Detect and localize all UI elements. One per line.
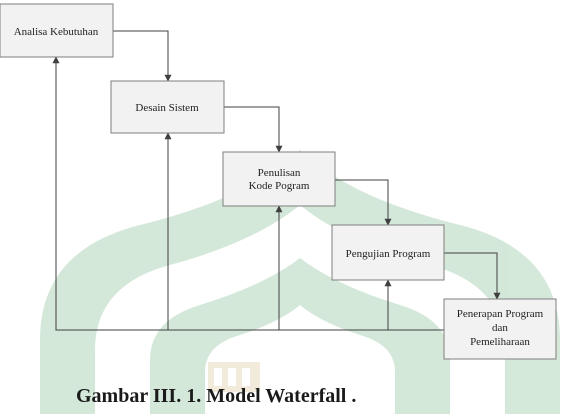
svg-text:Pemeliharaan: Pemeliharaan: [470, 336, 530, 348]
stage-box: [331, 224, 445, 281]
svg-text:Analisa Kebutuhan: Analisa Kebutuhan: [14, 26, 99, 38]
stage-penulisan: Penulisan Kode Pogram: [222, 151, 336, 207]
stage-box: [222, 151, 336, 207]
flow-connectors: [52, 30, 501, 331]
feedback-line-base: [52, 56, 444, 331]
stage-label-line-1: Penulisan: [258, 167, 301, 179]
stage-label: Desain Sistem: [135, 102, 199, 114]
svg-text:Kode Pogram: Kode Pogram: [249, 180, 310, 192]
stage-label: Analisa Kebutuhan: [14, 26, 99, 38]
arrow-pengujian-to-penerapan: [444, 252, 501, 300]
svg-text:dan: dan: [492, 322, 508, 334]
watermark-emblem: [40, 150, 560, 414]
stage-box: [110, 80, 225, 134]
svg-text:Desain Sistem: Desain Sistem: [135, 102, 199, 114]
stage-pengujian: Pengujian Program: [331, 224, 445, 281]
svg-text:Penerapan Program: Penerapan Program: [457, 308, 544, 320]
stage-desain: Desain Sistem: [110, 80, 225, 134]
arrow-analisa-to-desain: [113, 30, 172, 82]
stage-label-line-2: dan: [492, 322, 508, 334]
figure-caption: Gambar III. 1. Model Waterfall .: [76, 385, 357, 407]
svg-text:Pengujian Program: Pengujian Program: [346, 248, 431, 260]
stage-label: Pengujian Program: [346, 248, 431, 260]
stage-box: [443, 298, 557, 360]
stage-box: [0, 3, 114, 58]
arrow-desain-to-penulisan: [224, 106, 283, 153]
stage-label-line-2: Kode Pogram: [249, 180, 310, 192]
stage-label-line-3: Pemeliharaan: [470, 336, 530, 348]
stage-label-line-1: Penerapan Program: [457, 308, 544, 320]
svg-text:Penulisan: Penulisan: [258, 167, 301, 179]
arrow-penulisan-to-pengujian: [335, 179, 392, 226]
stage-penerapan: Penerapan Program dan Pemeliharaan: [443, 298, 557, 360]
stage-analisa: Analisa Kebutuhan: [0, 3, 114, 58]
